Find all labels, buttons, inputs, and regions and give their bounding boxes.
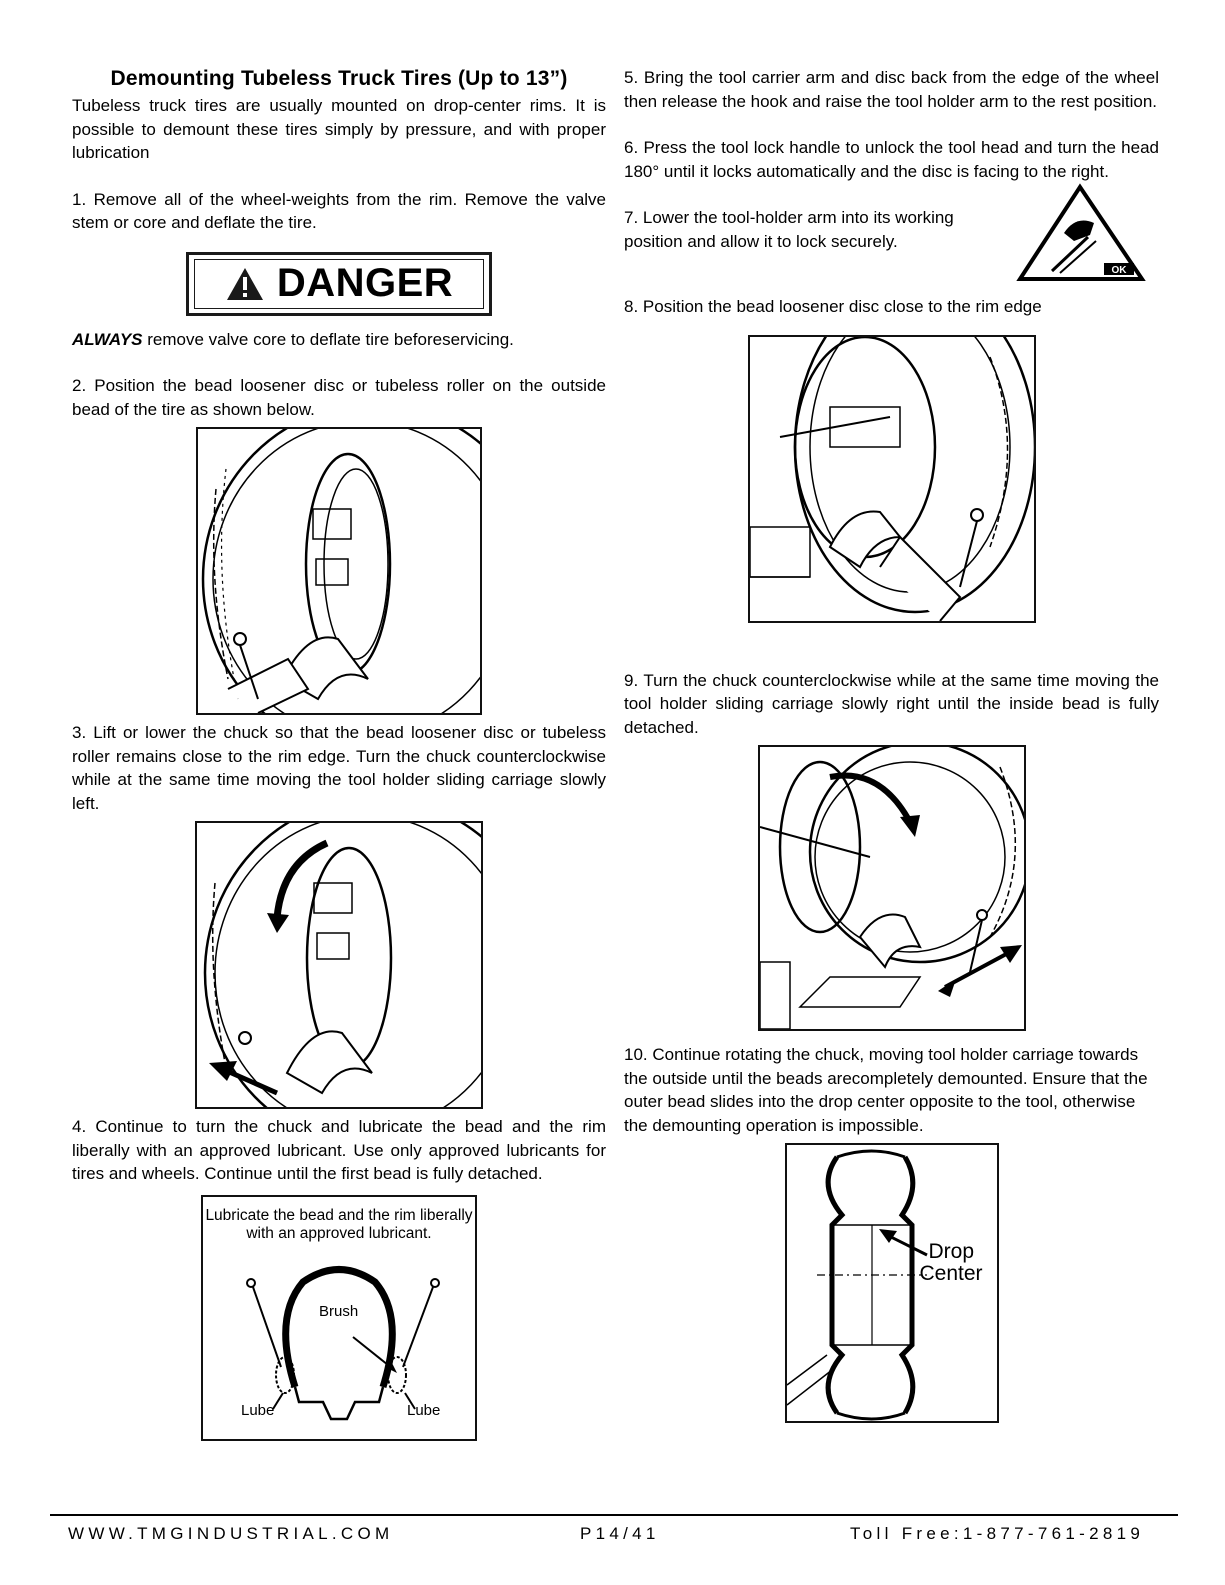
drop-label: Drop <box>928 1240 975 1263</box>
footer-page-number: P14/41 <box>580 1524 660 1543</box>
lube-figure: Lubricate the bead and the rim liberally… <box>201 1194 477 1441</box>
step-10: 10. Continue rotating the chuck, moving … <box>624 1045 1148 1135</box>
tire-figure-step-9 <box>757 745 1026 1031</box>
step-7: 7. Lower the tool-holder arm into its wo… <box>624 208 954 251</box>
step-1: 1. Remove all of the wheel-weights from … <box>72 189 606 233</box>
footer-phone: Toll Free:1-877-761-2819 <box>850 1524 1145 1543</box>
step-9: 9. Turn the chuck counterclockwise while… <box>624 670 1159 737</box>
step-4: 4. Continue to turn the chuck and lubric… <box>72 1117 606 1183</box>
lube-right-label: Lube <box>407 1401 441 1419</box>
step-8: 8. Position the bead loosener disc close… <box>624 297 1042 316</box>
left-arrow-icon <box>225 1068 279 1096</box>
page-title: Demounting Tubeless Truck Tires (Up to 1… <box>110 67 568 90</box>
always-warning: ALWAYS remove valve core to deflate tire… <box>72 328 606 352</box>
center-label: Center <box>919 1262 983 1285</box>
rotation-arrow-icon <box>273 839 329 919</box>
step-7-row: 7. Lower the tool-holder arm into its wo… <box>624 183 1159 283</box>
step-5: 5. Bring the tool carrier arm and disc b… <box>624 68 1159 111</box>
always-emphasis: ALWAYS <box>72 329 143 349</box>
ok-label: OK <box>1112 265 1128 276</box>
tire-figure-step-8 <box>747 334 1036 623</box>
always-warning-text: remove valve core to deflate tire before… <box>142 329 514 349</box>
drop-center-figure: Drop Center <box>784 1143 999 1423</box>
drop-center-arrow-icon <box>885 1233 928 1257</box>
ok-safety-icon: OK <box>1016 183 1146 281</box>
danger-label: DANGER <box>276 261 454 305</box>
danger-sign: DANGER <box>72 251 606 316</box>
right-column: 5. Bring the tool carrier arm and disc b… <box>624 66 1159 1423</box>
intro-paragraph: Tubeless truck tires are usually mounted… <box>72 96 606 162</box>
footer-divider <box>50 1514 1178 1516</box>
tire-figure-step-2 <box>196 427 482 715</box>
tire-figure-step-3 <box>195 821 483 1109</box>
rotation-arrow-icon <box>828 772 913 824</box>
step-2: 2. Position the bead loosener disc or tu… <box>72 376 606 419</box>
footer-website: WWW.TMGINDUSTRIAL.COM <box>68 1524 394 1543</box>
lube-caption: Lubricate the bead and the rim liberally… <box>205 1206 473 1242</box>
brush-label: Brush <box>319 1302 359 1320</box>
warning-triangle-icon <box>226 267 263 300</box>
lube-left-label: Lube <box>241 1401 275 1419</box>
step-3: 3. Lift or lower the chuck so that the b… <box>72 723 606 813</box>
left-column: Demounting Tubeless Truck Tires (Up to 1… <box>72 64 606 1441</box>
right-arrow-icon <box>999 945 1022 963</box>
step-6: 6. Press the tool lock handle to unlock … <box>624 138 1159 181</box>
brush-pointer-icon <box>352 1335 394 1370</box>
